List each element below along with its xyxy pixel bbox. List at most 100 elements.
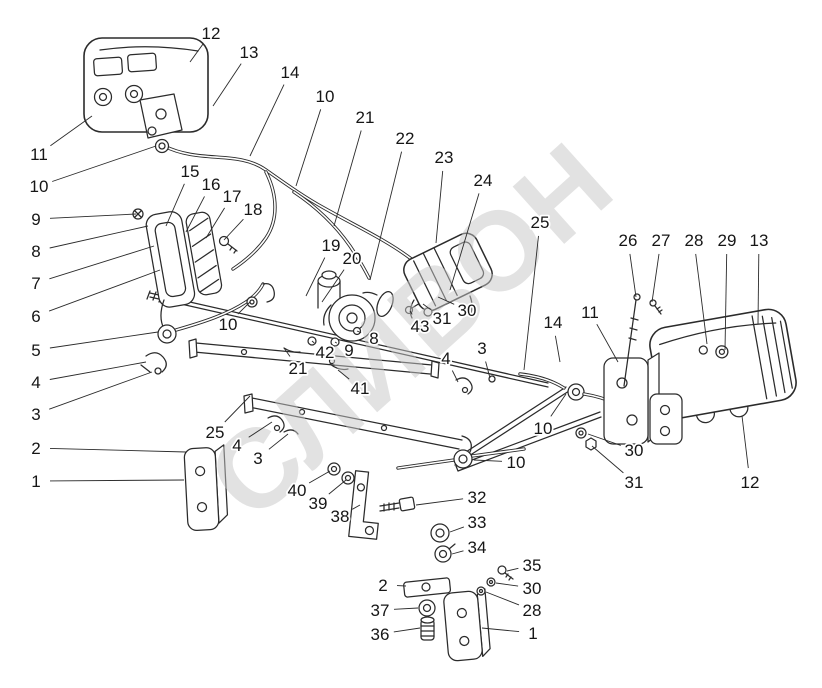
- part-number-24: 24: [474, 171, 493, 190]
- right-support-bracket: [603, 352, 683, 445]
- part-number-6: 6: [31, 307, 40, 326]
- leader-line: [495, 582, 519, 587]
- leader-line: [295, 109, 322, 187]
- leader-line: [49, 245, 155, 280]
- channel-rail-upper: [188, 338, 440, 379]
- left-mount-bracket: [139, 93, 183, 154]
- right-engine-mount: [649, 308, 797, 424]
- plate-2: [403, 577, 452, 598]
- part-number-18: 18: [244, 200, 263, 219]
- left-support-bracket: [145, 211, 223, 308]
- part-number-4: 4: [232, 436, 241, 455]
- part-number-2: 2: [31, 439, 40, 458]
- leader-line: [591, 445, 624, 474]
- leader-line: [189, 44, 204, 63]
- part-number-4: 4: [31, 373, 40, 392]
- part-number-34: 34: [468, 538, 487, 557]
- leader-line: [49, 331, 159, 349]
- part-number-10: 10: [316, 87, 335, 106]
- part-number-28: 28: [523, 601, 542, 620]
- part-number-23: 23: [435, 148, 454, 167]
- leader-line: [249, 84, 285, 157]
- part-number-19: 19: [322, 236, 341, 255]
- part-number-42: 42: [316, 343, 335, 362]
- diagram-art: [83, 37, 797, 662]
- part-number-13: 13: [240, 43, 259, 62]
- bushing-36: [420, 616, 435, 641]
- leader-line: [49, 213, 137, 219]
- bolt-32: [379, 496, 416, 512]
- leader-line: [49, 225, 149, 249]
- leader-line: [437, 296, 455, 305]
- part-number-28: 28: [685, 231, 704, 250]
- leader-line: [523, 235, 539, 371]
- part-number-12: 12: [202, 24, 221, 43]
- grommet-mid: [246, 296, 258, 308]
- leader-line: [185, 196, 205, 233]
- part-number-39: 39: [309, 494, 328, 513]
- part-number-38: 38: [331, 507, 350, 526]
- part-number-22: 22: [396, 129, 415, 148]
- leader-line: [724, 253, 728, 351]
- part-number-37: 37: [371, 601, 390, 620]
- leader-line: [485, 361, 491, 379]
- part-number-21: 21: [289, 359, 308, 378]
- part-number-31: 31: [625, 473, 644, 492]
- leader-line: [49, 371, 153, 410]
- part-number-14: 14: [281, 63, 300, 82]
- leader-line: [212, 63, 242, 107]
- leader-line: [52, 145, 157, 182]
- leader-line: [506, 567, 519, 572]
- leader-line: [49, 447, 187, 453]
- leader-line: [205, 207, 225, 239]
- part-number-26: 26: [619, 231, 638, 250]
- leader-line: [422, 303, 431, 311]
- part-number-5: 5: [31, 341, 40, 360]
- part-number-20: 20: [343, 249, 362, 268]
- leader-line: [311, 340, 315, 344]
- part-number-10: 10: [30, 177, 49, 196]
- part-number-32: 32: [468, 488, 487, 507]
- screws-35-30-28: [476, 565, 514, 596]
- leader-line: [550, 393, 567, 417]
- leader-line: [596, 323, 619, 363]
- part-number-14: 14: [544, 313, 563, 332]
- part-number-31: 31: [433, 309, 452, 328]
- part-number-9: 9: [344, 341, 353, 360]
- long-bolt: [623, 293, 663, 387]
- plate-1: [443, 588, 491, 662]
- leader-line: [651, 253, 660, 303]
- leader-line: [481, 627, 520, 633]
- leader-line: [305, 257, 326, 297]
- leader-line: [48, 269, 161, 312]
- center-pump: [317, 270, 394, 342]
- part-number-3: 3: [253, 449, 262, 468]
- fuel-pipe-branch: [292, 190, 371, 280]
- leader-line: [356, 330, 362, 334]
- part-number-13: 13: [750, 231, 769, 250]
- part-number-29: 29: [718, 231, 737, 250]
- part-number-11: 11: [581, 303, 599, 322]
- leader-line: [451, 550, 464, 555]
- leader-line: [308, 470, 331, 484]
- part-number-36: 36: [371, 625, 390, 644]
- diagonal-rods-right: [451, 386, 602, 472]
- part-number-16: 16: [202, 175, 221, 194]
- leader-line: [435, 170, 444, 244]
- leader-line: [237, 301, 251, 315]
- part-number-10: 10: [219, 315, 238, 334]
- rail-clamps: [267, 375, 496, 435]
- part-number-25: 25: [206, 423, 225, 442]
- leader-line: [268, 433, 289, 450]
- leader-line: [334, 341, 338, 344]
- leader-line: [328, 479, 347, 495]
- leader-line: [451, 370, 459, 383]
- leader-line: [449, 526, 465, 533]
- washers-33-34: [430, 523, 456, 563]
- leader-line: [393, 627, 421, 633]
- leader-line: [695, 253, 708, 345]
- bottom-left-bracket: [183, 444, 229, 531]
